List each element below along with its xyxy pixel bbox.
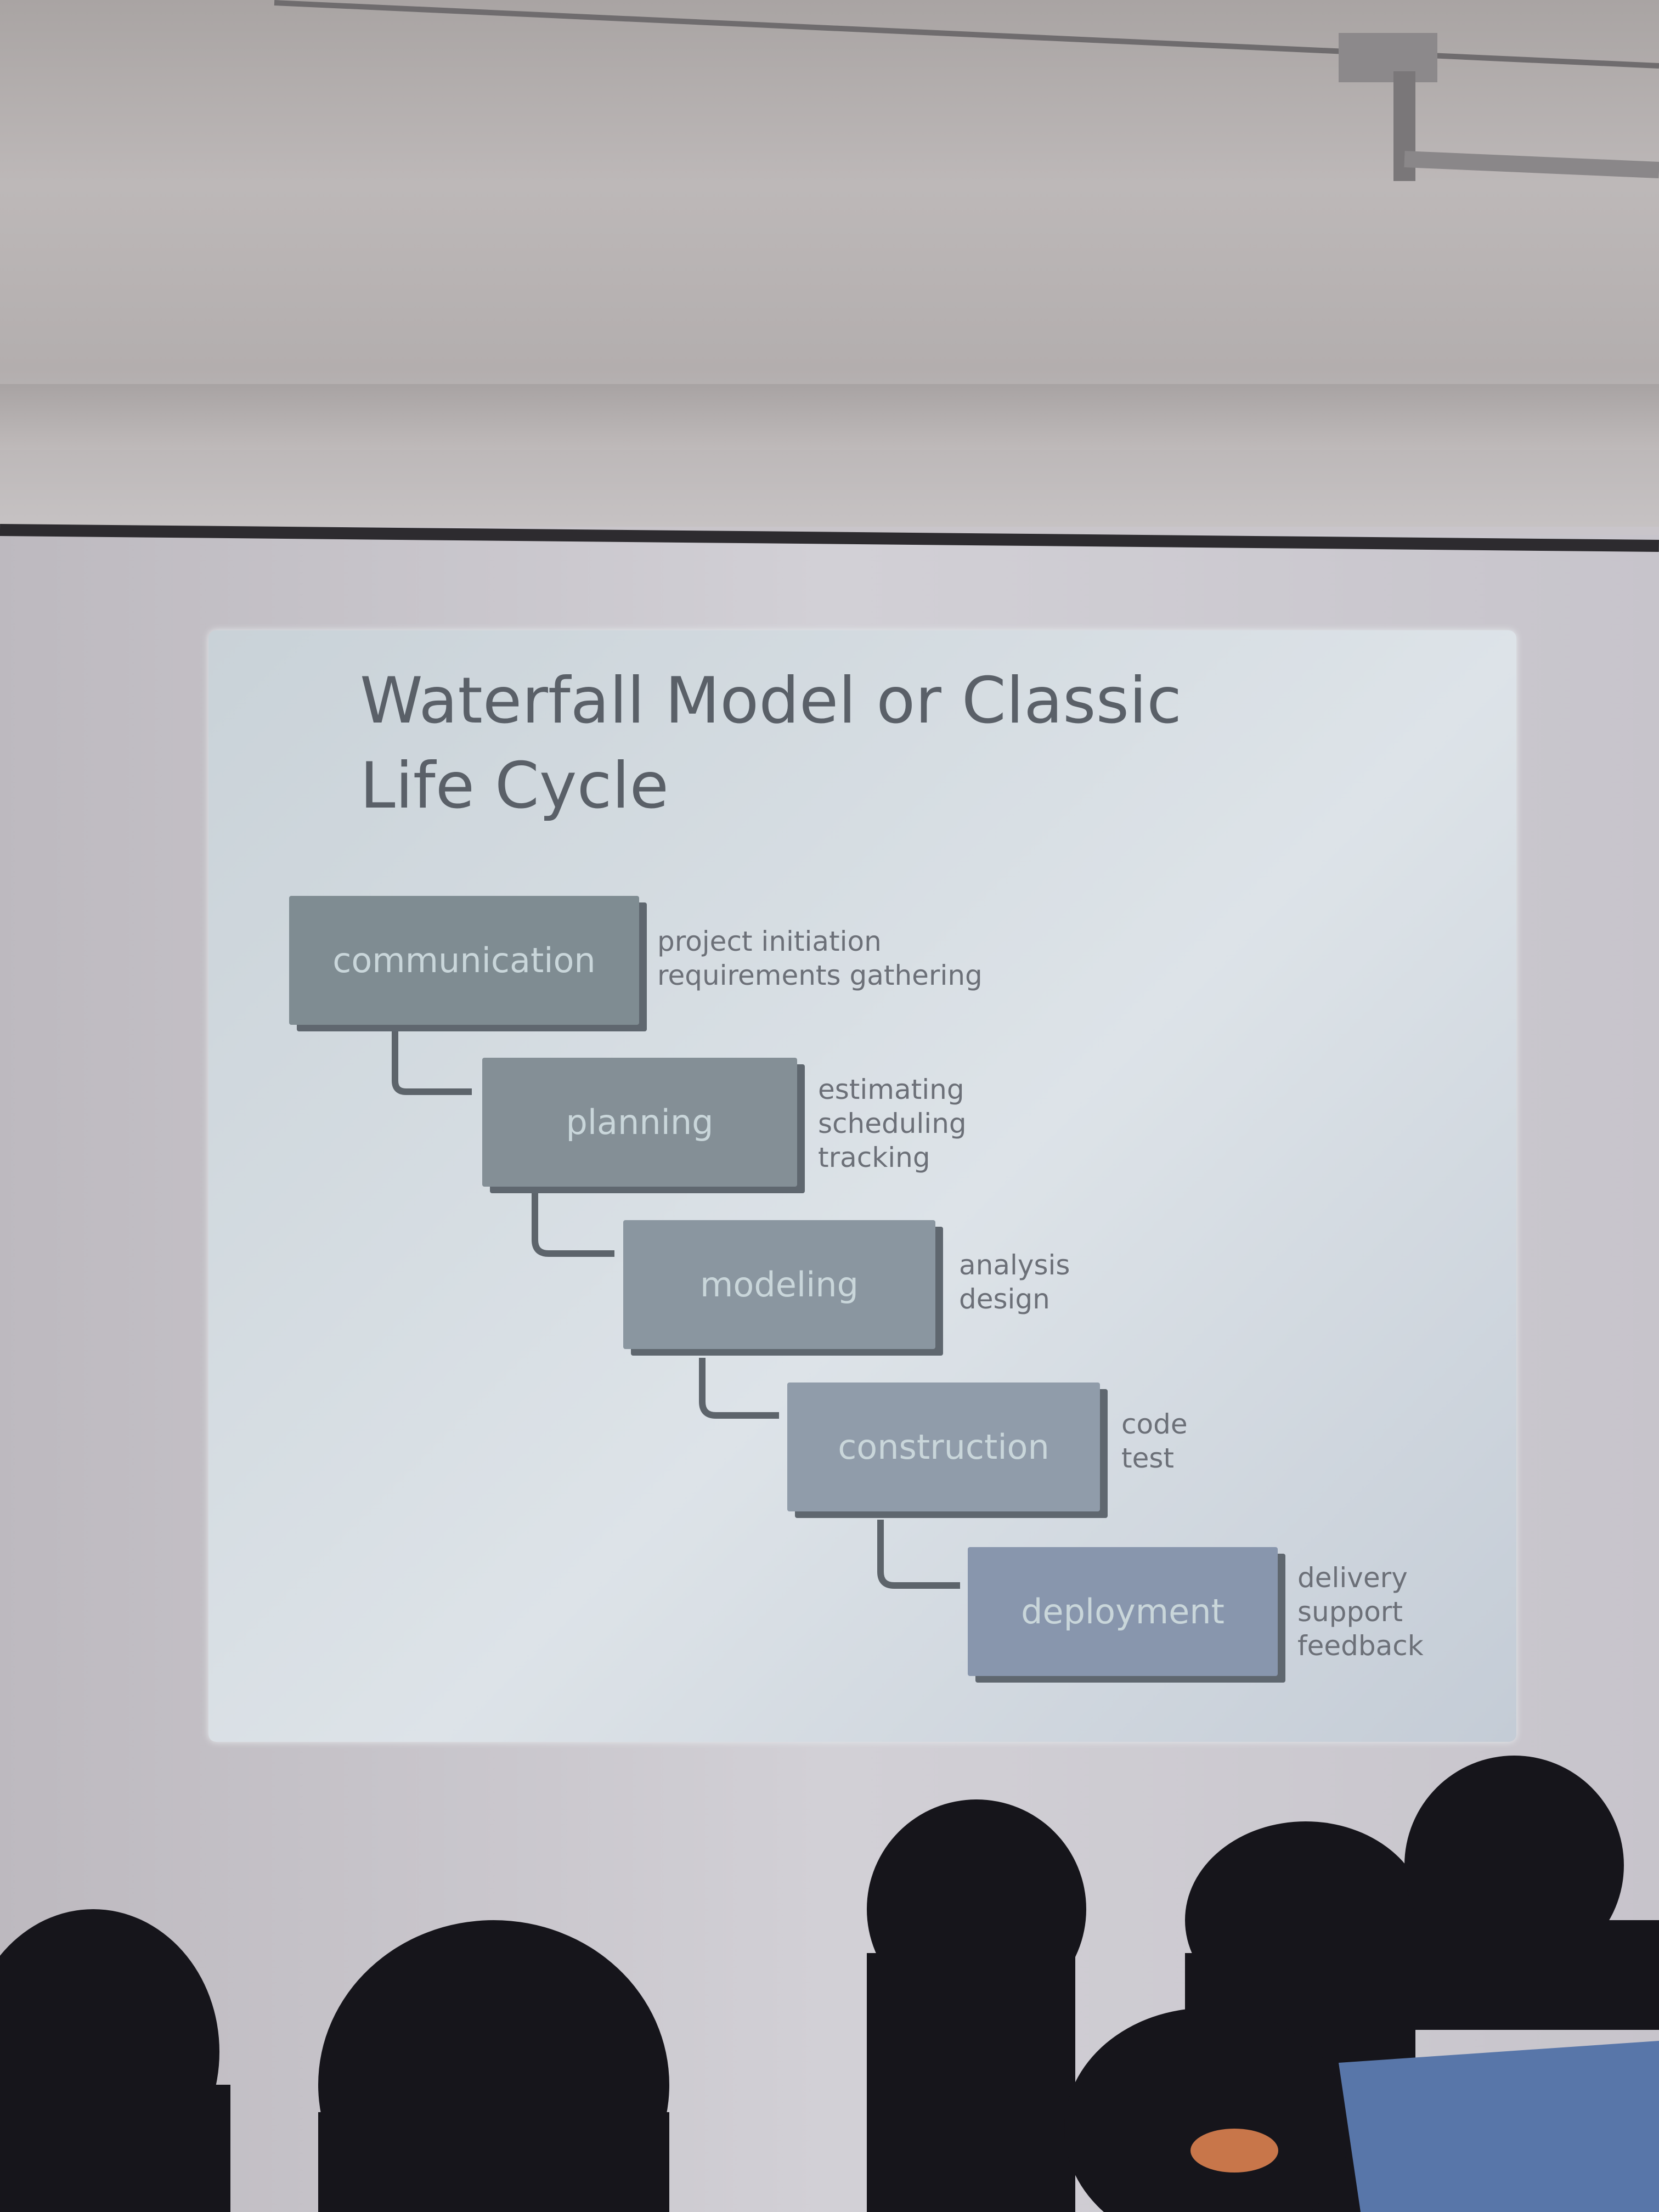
phase-box-deployment: deployment <box>968 1547 1278 1676</box>
connector-arrow <box>877 1520 960 1589</box>
phase-notes-communication: project initiation requirements gatherin… <box>657 926 983 991</box>
phase-box-construction: construction <box>787 1383 1100 1511</box>
slide <box>208 630 1516 1742</box>
connector-arrow <box>532 1193 614 1257</box>
phase-notes-modeling: analysis design <box>959 1249 1070 1315</box>
phase-notes-planning: estimating scheduling tracking <box>818 1074 967 1173</box>
phase-box-planning: planning <box>482 1058 797 1187</box>
phase-notes-deployment: delivery support feedback <box>1297 1562 1424 1662</box>
phase-box-communication: communication <box>289 896 639 1025</box>
ceiling-beam <box>0 384 1659 450</box>
connector-arrow <box>392 1031 472 1095</box>
phase-notes-construction: code test <box>1121 1408 1188 1474</box>
phase-box-modeling: modeling <box>623 1220 935 1349</box>
ceiling-rail <box>274 0 1659 181</box>
connector-arrow <box>699 1358 779 1419</box>
